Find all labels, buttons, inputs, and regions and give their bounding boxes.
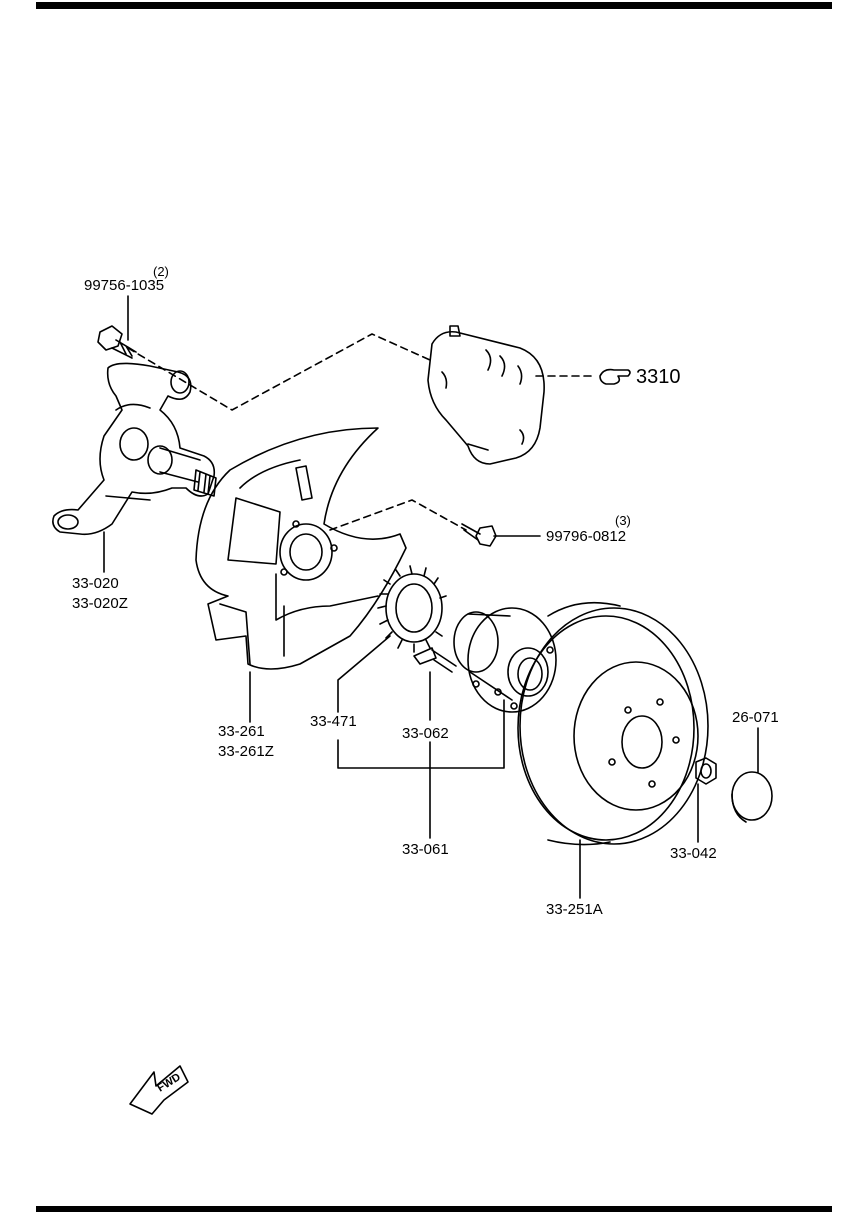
rotor-part-number: 33-251A bbox=[546, 901, 603, 918]
shield-bolt-part-number: 99796-0812 bbox=[546, 528, 626, 545]
hub-bolt-part-number: 33-062 bbox=[402, 725, 449, 742]
top-rule bbox=[36, 2, 832, 9]
hub-bracket bbox=[337, 699, 505, 769]
lock-nut-drawing bbox=[695, 757, 717, 785]
wheel-hub-drawing bbox=[453, 607, 557, 713]
abs-ring-drawing bbox=[377, 565, 447, 653]
knuckle-part-number: 33-020 bbox=[72, 575, 119, 592]
abs-ring-leader bbox=[337, 635, 391, 713]
steering-knuckle-drawing bbox=[52, 362, 217, 536]
fwd-label: FWD bbox=[155, 1071, 183, 1094]
knuckle-part-number-alt: 33-020Z bbox=[72, 595, 128, 612]
hub-part-number: 33-061 bbox=[402, 841, 449, 858]
nut-part-number: 33-042 bbox=[670, 845, 717, 862]
shield-bolt-dash-leader bbox=[329, 499, 467, 531]
shield-part-number-alt: 33-261Z bbox=[218, 743, 274, 760]
hub-cap-drawing bbox=[731, 771, 773, 823]
abs-ring-part-number: 33-471 bbox=[310, 713, 357, 730]
bottom-rule bbox=[36, 1206, 832, 1212]
fwd-arrow-icon bbox=[129, 1065, 189, 1115]
caliper-reference: 3310 bbox=[636, 366, 681, 388]
shield-part-number: 33-261 bbox=[218, 723, 265, 740]
brake-rotor-drawing bbox=[517, 601, 709, 846]
dust-shield-drawing bbox=[195, 427, 407, 670]
hub-bolt-drawing bbox=[413, 647, 457, 673]
shield-bolt-qty: (3) bbox=[615, 513, 631, 528]
cap-part-number: 26-071 bbox=[732, 709, 779, 726]
caliper-bolt-drawing bbox=[97, 325, 137, 359]
caliper-bolt-qty: (2) bbox=[153, 264, 169, 279]
brake-caliper-drawing bbox=[427, 325, 545, 465]
pointing-hand-icon bbox=[599, 368, 631, 385]
caliper-dash-leader bbox=[127, 333, 597, 411]
shield-bolt-drawing bbox=[461, 523, 497, 547]
caliper-bolt-part-number: 99756-1035 bbox=[84, 277, 164, 294]
